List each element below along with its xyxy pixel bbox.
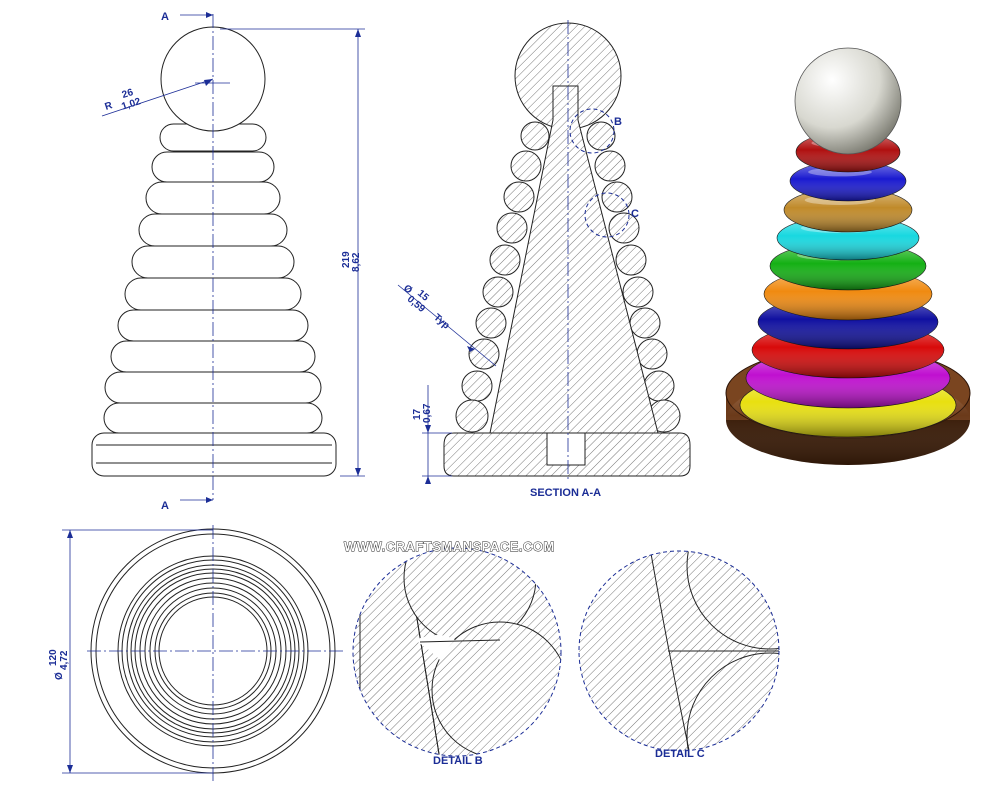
section-ring-left (461, 370, 493, 402)
watermark: WWW.CRAFTSMANSPACE.COM (344, 539, 555, 554)
svg-text:219: 219 (341, 251, 352, 268)
section-ring-right (586, 121, 616, 151)
section-marker-bottom-label: A (161, 500, 169, 512)
callout-c: C (631, 208, 639, 220)
render-rings (739, 131, 957, 438)
svg-text:120: 120 (48, 649, 59, 666)
section-ring-left (455, 399, 489, 433)
render-ball (794, 47, 902, 155)
base-diameter-dimension: Ø 120 4,72 (48, 529, 213, 774)
section-ring-left (496, 212, 528, 244)
detail-b-title: DETAIL B (433, 755, 483, 767)
render-3d (725, 47, 971, 465)
section-title: SECTION A-A (530, 487, 601, 499)
section-ring-left (489, 244, 521, 276)
callout-b: B (614, 116, 622, 128)
base-height-dimension: 17 0,67 (412, 385, 452, 484)
render-ring (789, 160, 907, 202)
section-ring-left (468, 338, 500, 370)
front-base (91, 432, 337, 477)
svg-text:4,72: 4,72 (59, 650, 70, 670)
section-ring-left (510, 150, 542, 182)
section-ring-right (636, 338, 668, 370)
svg-text:17: 17 (412, 408, 423, 420)
top-view (87, 525, 343, 781)
svg-text:0,67: 0,67 (422, 403, 433, 423)
section-marker-bottom: A (161, 497, 213, 512)
section-ring-right (608, 212, 640, 244)
section-ring-left (482, 276, 514, 308)
detail-b: DETAIL B (352, 547, 562, 767)
section-rings (455, 121, 681, 433)
detail-c: DETAIL C (578, 550, 780, 760)
svg-text:R: R (104, 100, 115, 113)
svg-text:26: 26 (121, 87, 135, 101)
section-ring-left (475, 307, 507, 339)
section-ring-right (622, 276, 654, 308)
height-dimension: 219 8,62 (220, 28, 365, 477)
section-ring-right (615, 244, 647, 276)
section-ring-left (520, 121, 550, 151)
svg-text:8,62: 8,62 (351, 252, 362, 272)
section-ring-right (629, 307, 661, 339)
svg-text:Ø: Ø (54, 672, 65, 680)
section-marker-top-label: A (161, 11, 169, 23)
section-ring-right (594, 150, 626, 182)
section-view: B C SECTION A-A (443, 20, 691, 499)
section-marker-top: A (161, 11, 213, 23)
section-ring-left (503, 181, 535, 213)
section-ring-right (601, 181, 633, 213)
detail-c-title: DETAIL C (655, 748, 705, 760)
front-view (91, 14, 337, 500)
